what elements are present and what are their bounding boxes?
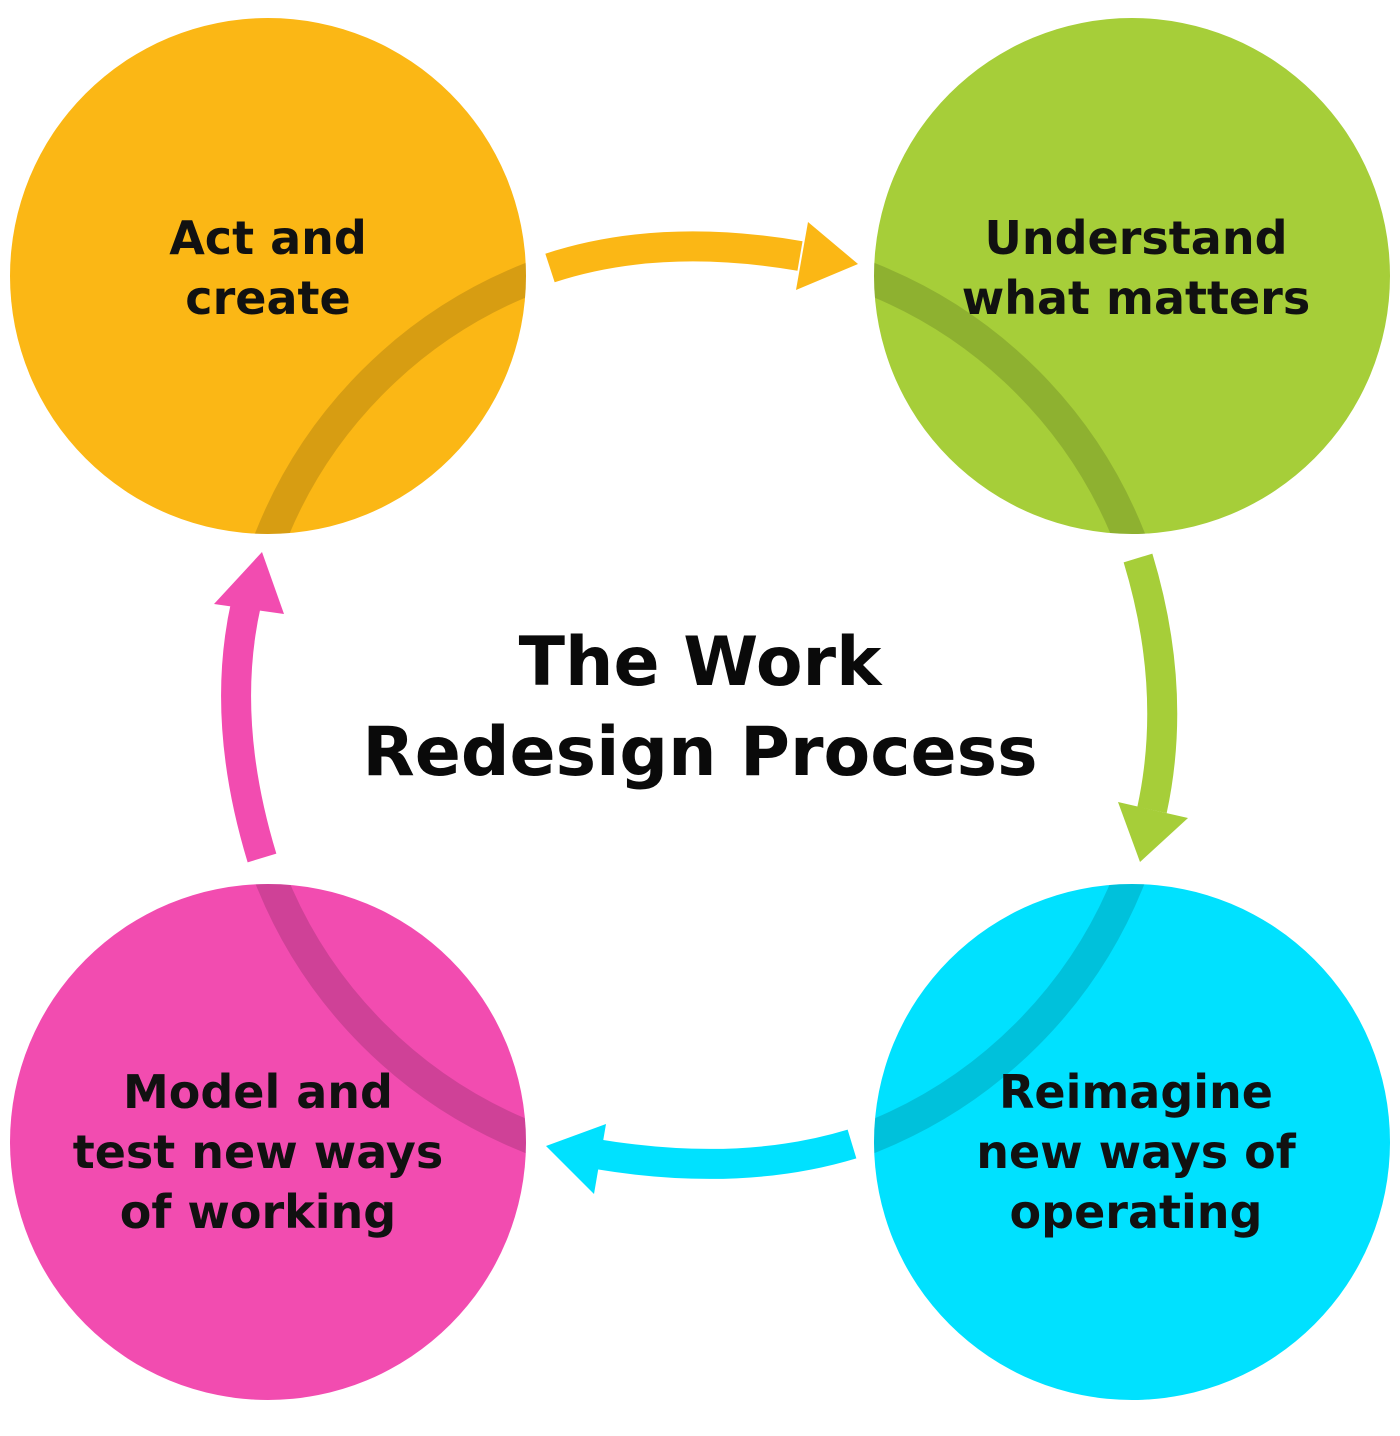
step-label-line: Understand	[984, 211, 1288, 265]
step-label-model: Model and test new ways of working	[68, 1062, 448, 1242]
step-label-line: test new ways	[72, 1125, 444, 1179]
step-label-act: Act and create	[118, 208, 418, 328]
diagram-title-line-1: The Work	[518, 623, 882, 702]
diagram-title-line-2: Redesign Process	[362, 713, 1038, 792]
arrow-act-to-understand	[545, 222, 858, 290]
step-label-line: Reimagine	[998, 1065, 1273, 1119]
step-label-reimagine: Reimagine new ways of operating	[946, 1062, 1326, 1242]
step-label-understand: Understand what matters	[946, 208, 1326, 328]
step-label-line: Act and	[169, 211, 367, 265]
step-label-line: create	[185, 271, 351, 325]
step-circle-reimagine	[874, 884, 1390, 1400]
arrow-reimagine-to-model	[546, 1124, 857, 1194]
step-label-line: what matters	[961, 271, 1311, 325]
step-circle-model	[10, 884, 526, 1400]
step-label-line: new ways of	[976, 1125, 1296, 1179]
arrow-model-to-act	[214, 552, 284, 863]
step-label-line: operating	[1009, 1185, 1263, 1239]
diagram-title: The Work Redesign Process	[300, 618, 1100, 798]
step-circle-understand	[874, 18, 1390, 534]
step-label-line: of working	[119, 1185, 397, 1239]
step-circle-act	[10, 18, 526, 534]
step-label-line: Model and	[122, 1065, 393, 1119]
arrow-understand-to-reimagine	[1118, 553, 1188, 862]
